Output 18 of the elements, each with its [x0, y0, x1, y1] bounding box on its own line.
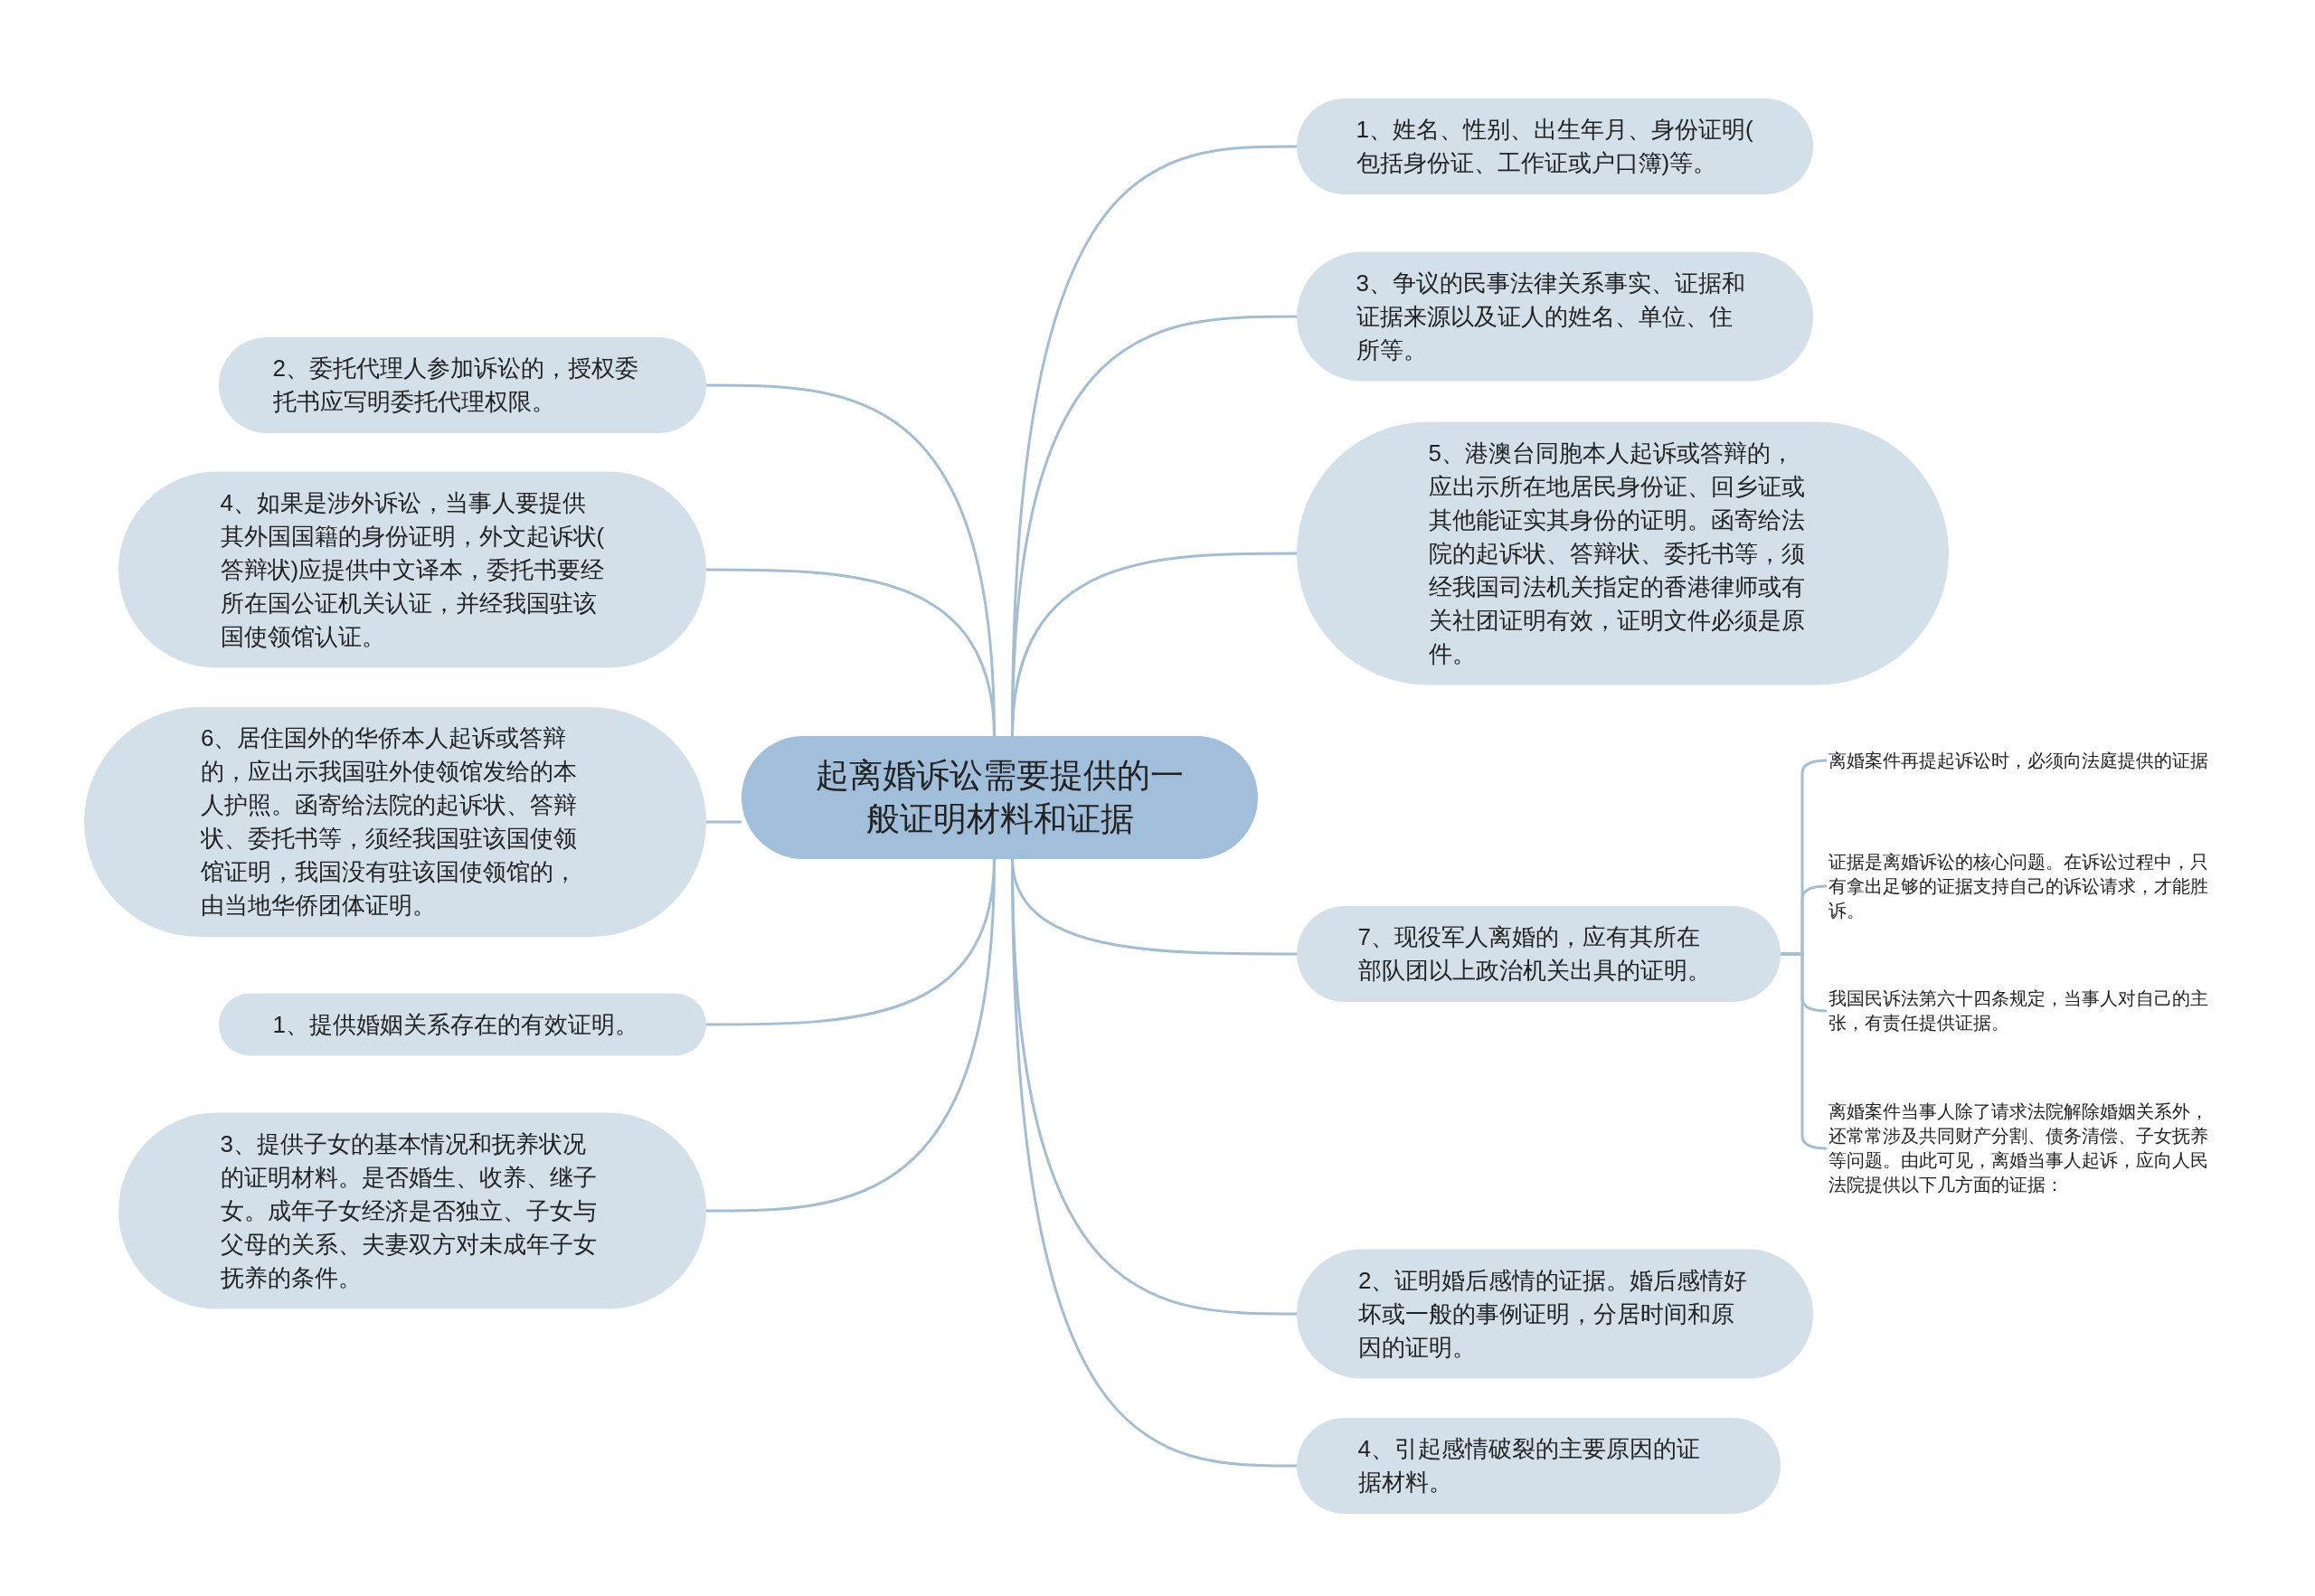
topic-bubble: 7、现役军人离婚的，应有其所在部队团以上政治机关出具的证明。 [1297, 906, 1781, 1002]
topic-bubble: 3、争议的民事法律关系事实、证据和证据来源以及证人的姓名、单位、住所等。 [1297, 251, 1813, 382]
central-topic: 起离婚诉讼需要提供的一般证明材料和证据 [742, 736, 1258, 859]
note-text: 离婚案件当事人除了请求法院解除婚姻关系外，还常常涉及共同财产分割、债务清偿、子女抚养等问题。由此可见，离婚当事人起诉，应向人民法院提供以下几方面的证据： [1828, 1100, 2213, 1197]
note-text: 离婚案件再提起诉讼时，必须向法庭提供的证据 [1828, 748, 2213, 773]
topic-bubble: 2、委托代理人参加诉讼的，授权委托书应写明委托代理权限。 [219, 337, 706, 433]
topic-bubble: 6、居住国外的华侨本人起诉或答辩的，应出示我国驻外使领馆发给的本人护照。函寄给法院的起诉状、答辩状、委托书等，须经我国驻该国使领馆证明，我国没有驻该国使领馆的，由当地华侨团体证明。 [84, 707, 706, 937]
connector-line [706, 857, 996, 1213]
topic-bubble: 1、姓名、性别、出生年月、身份证明(包括身份证、工作证或户口簿)等。 [1297, 99, 1813, 194]
topic-bubble: 3、提供子女的基本情况和抚养状况的证明材料。是否婚生、收养、继子女。成年子女经济是否独立、子女与父母的关系、夫妻双方对未成年子女抚养的条件。 [118, 1112, 706, 1309]
topic-bubble: 5、港澳台同胞本人起诉或答辩的，应出示所在地居民身份证、回乡证或其他能证实其身份的证明。函寄给法院的起诉状、答辩状、委托书等，须经我国司法机关指定的香港律师或有关社团证明有效，证明文件必须是原件。 [1297, 421, 1949, 685]
topic-bubble: 2、证明婚后感情的证据。婚后感情好坏或一般的事例证明，分居时间和原因的证明。 [1297, 1249, 1813, 1379]
topic-bubble: 1、提供婚姻关系存在的有效证明。 [219, 993, 706, 1056]
connector-line [706, 820, 742, 824]
note-text: 我国民诉法第六十四条规定，当事人对自己的主张，有责任提供证据。 [1828, 987, 2213, 1035]
topic-bubble: 4、如果是涉外诉讼，当事人要提供其外国国籍的身份证明，外文起诉状(答辩状)应提供中文译本，委托书要经所在国公证机关认证，并经我国驻该国使领馆认证。 [118, 471, 706, 668]
topic-bubble: 4、引起感情破裂的主要原因的证据材料。 [1297, 1418, 1781, 1514]
note-text: 证据是离婚诉讼的核心问题。在诉讼过程中，只有拿出足够的证据支持自己的诉讼请求，才能胜诉。 [1828, 849, 2213, 923]
